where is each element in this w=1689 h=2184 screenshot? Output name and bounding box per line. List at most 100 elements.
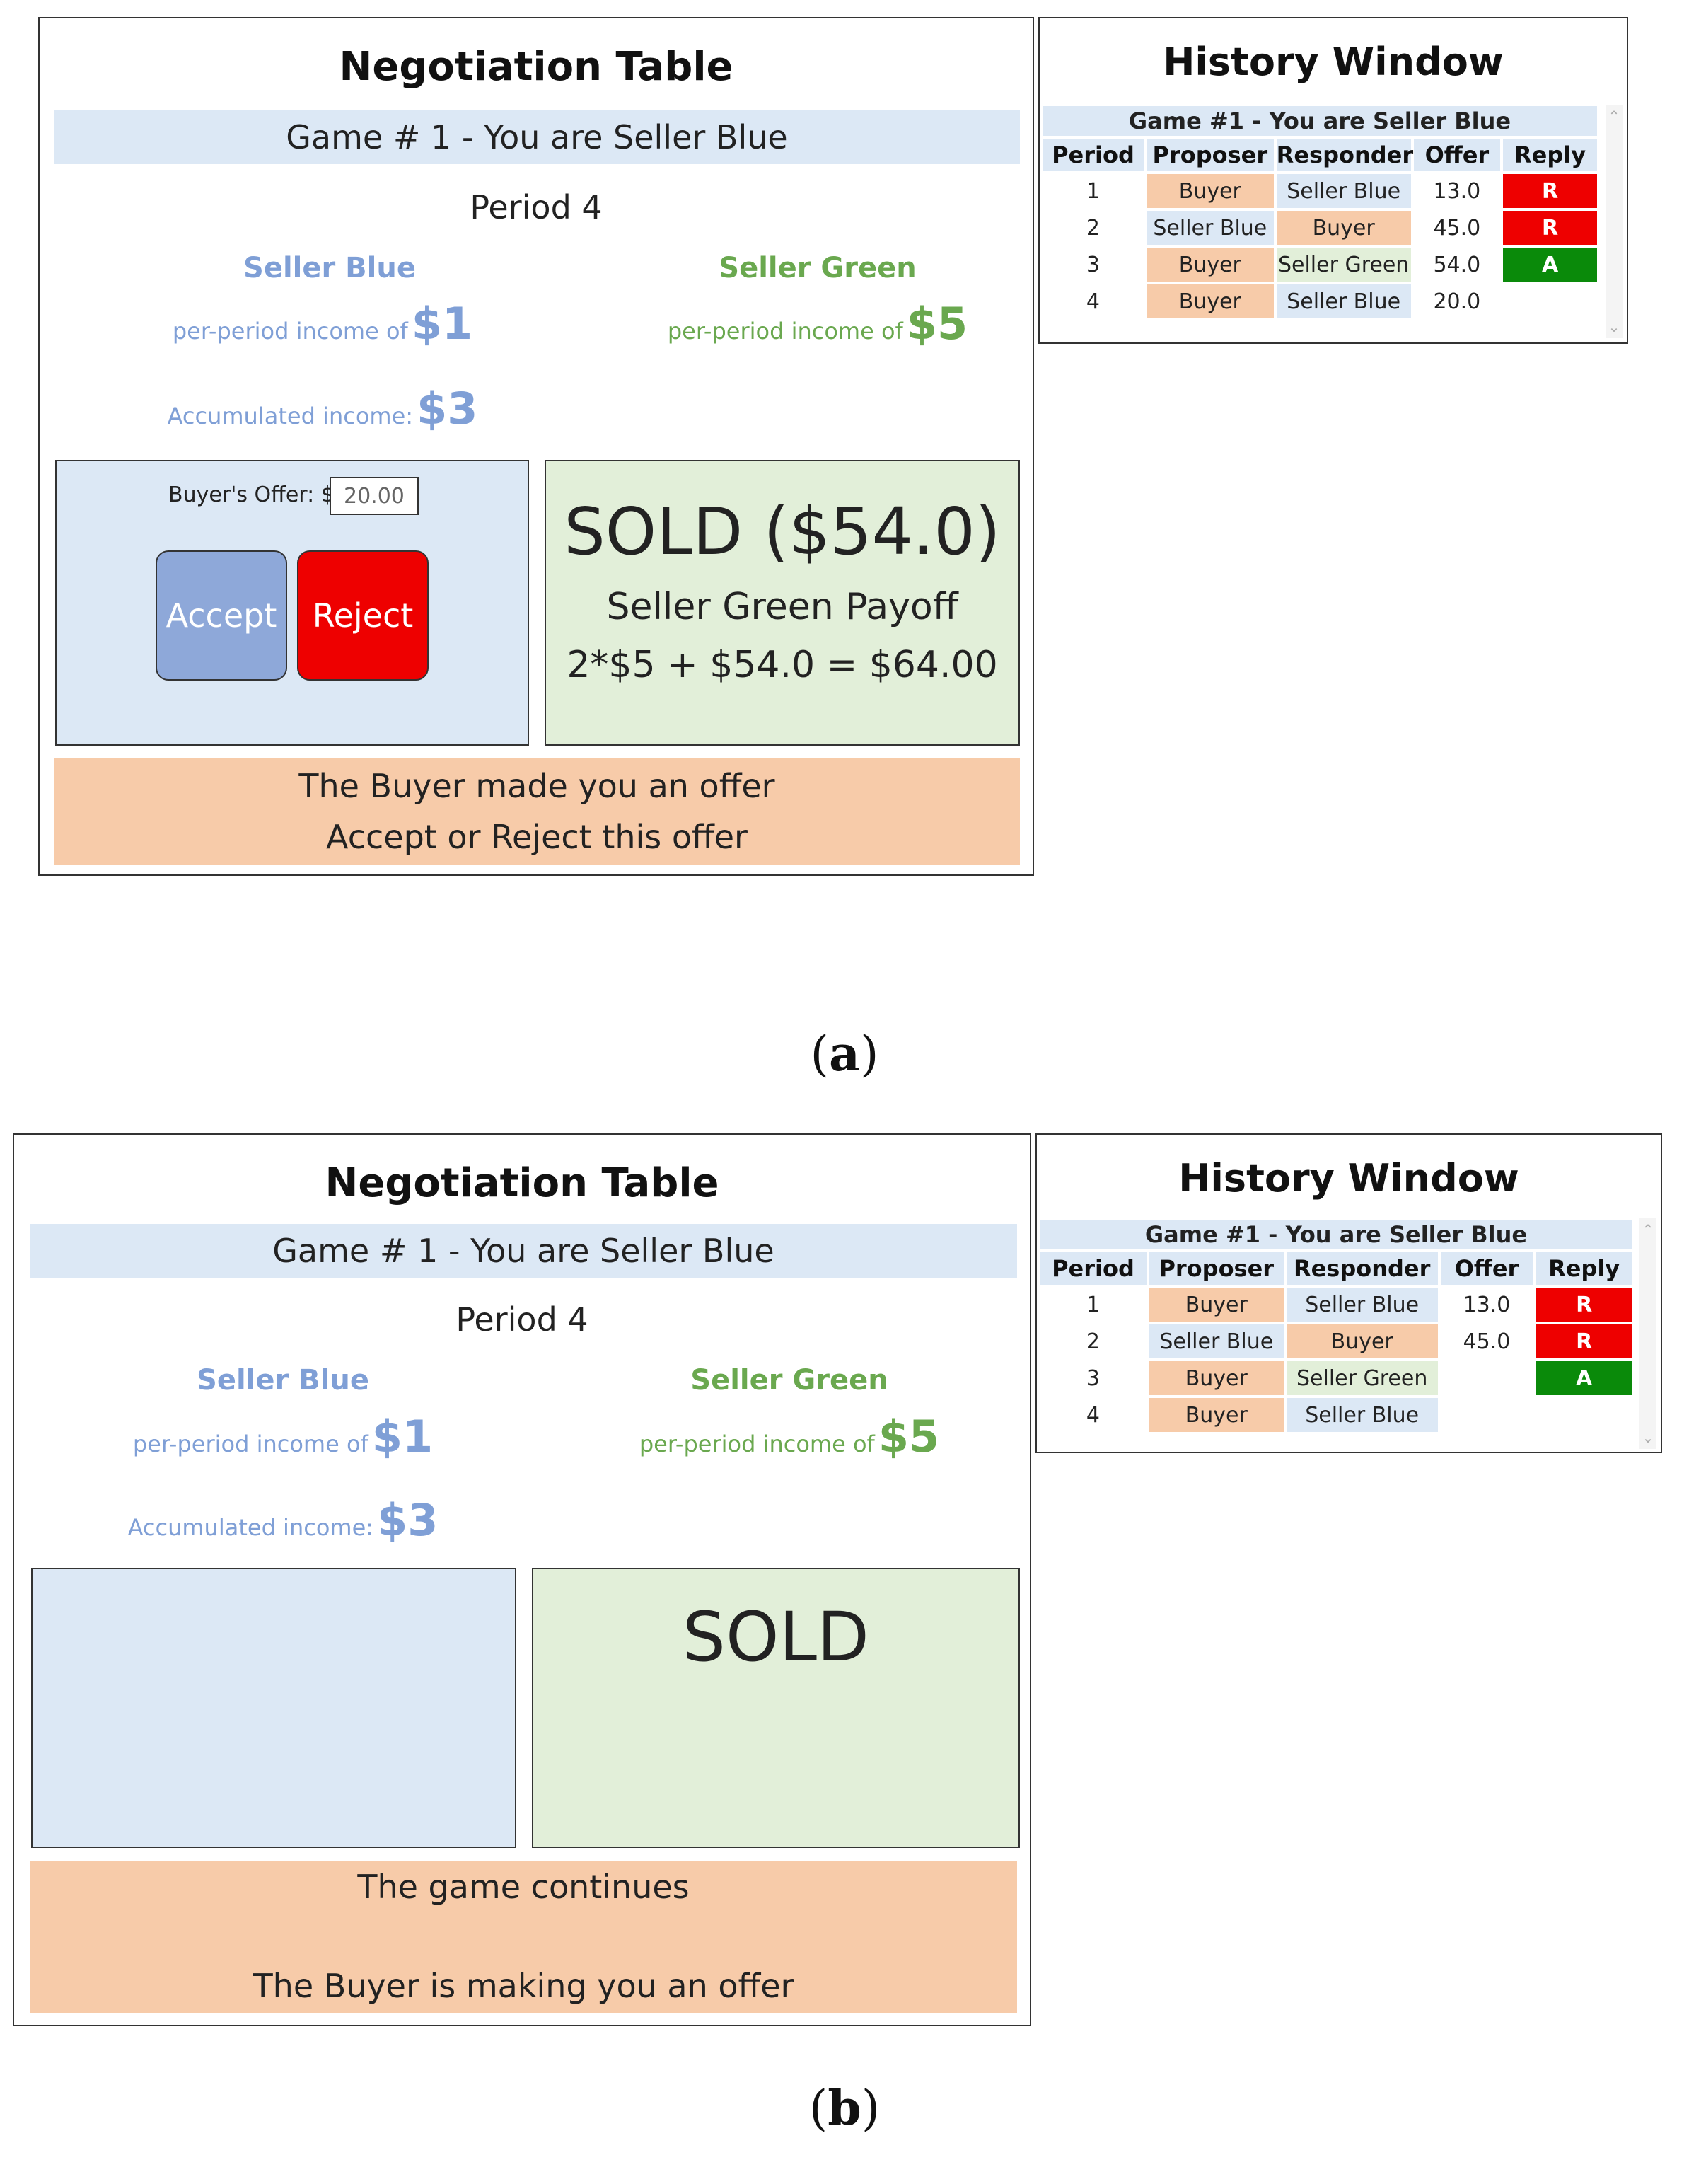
table-row: 4 Buyer Seller Blue 20.0	[1043, 284, 1597, 318]
chevron-down-icon[interactable]: ⌄	[1608, 318, 1620, 335]
offer-box-empty	[31, 1568, 516, 1848]
col-header: Proposer	[1146, 139, 1274, 171]
table-row: 3 Buyer Seller Green A	[1040, 1361, 1632, 1395]
game-bar: Game # 1 - You are Seller Blue	[30, 1224, 1017, 1278]
offer-cell	[1441, 1361, 1533, 1395]
period-label: Period 4	[455, 1300, 588, 1339]
seller-blue-income: per-period income of $1	[110, 298, 535, 349]
period-cell: 3	[1086, 1365, 1100, 1391]
proposer-cell: Buyer	[1146, 284, 1274, 318]
status-line-1: The Buyer made you an offer	[298, 767, 775, 805]
income-value: $1	[371, 1411, 434, 1462]
seller-green-income: per-period income of $5	[563, 1411, 1016, 1462]
reply-cell: R	[1503, 211, 1597, 245]
proposer-cell: Buyer	[1149, 1361, 1284, 1395]
chevron-up-icon[interactable]: ⌃	[1642, 1221, 1654, 1238]
table-row: 2 Seller Blue Buyer 45.0 R	[1043, 211, 1597, 245]
negotiation-title: Negotiation Table	[325, 1160, 719, 1206]
proposer-cell: Buyer	[1149, 1288, 1284, 1322]
accept-button[interactable]: Accept	[156, 550, 287, 681]
chevron-up-icon[interactable]: ⌃	[1608, 108, 1620, 125]
reply-cell	[1503, 284, 1597, 318]
period-cell: 1	[1086, 1292, 1100, 1317]
period-cell: 1	[1086, 178, 1101, 204]
payoff-formula: 2*$5 + $54.0 = $64.00	[567, 644, 998, 686]
income-value: $1	[411, 298, 473, 349]
offer-cell: 20.0	[1433, 289, 1481, 314]
status-line-2: The Buyer is making you an offer	[253, 1967, 794, 2005]
proposer-cell: Seller Blue	[1149, 1324, 1284, 1358]
responder-cell: Seller Green	[1276, 248, 1411, 282]
status-message: The Buyer made you an offer Accept or Re…	[54, 758, 1020, 865]
reply-cell: A	[1536, 1361, 1632, 1395]
accumulated-value: $3	[417, 383, 478, 434]
period-cell: 2	[1086, 215, 1101, 241]
status-message: The game continues The Buyer is making y…	[30, 1861, 1017, 2013]
accumulated-income: Accumulated income: $3	[57, 1494, 509, 1546]
responder-cell: Seller Blue	[1276, 284, 1411, 318]
reply-cell: R	[1536, 1324, 1632, 1358]
history-scrollbar[interactable]: ⌃ ⌄	[1606, 105, 1623, 338]
history-caption: Game #1 - You are Seller Blue	[1040, 1220, 1632, 1249]
responder-cell: Seller Green	[1286, 1361, 1438, 1395]
period-cell: 3	[1086, 252, 1101, 277]
offer-cell: 45.0	[1463, 1329, 1511, 1354]
sold-headline: SOLD	[683, 1597, 869, 1677]
col-header: Responder	[1276, 139, 1413, 171]
period-cell: 4	[1086, 1402, 1100, 1428]
seller-green-name: Seller Green	[719, 252, 917, 284]
responder-cell: Seller Blue	[1276, 174, 1411, 208]
proposer-cell: Seller Blue	[1146, 211, 1274, 245]
payoff-title: Seller Green Payoff	[606, 586, 958, 628]
seller-green-name: Seller Green	[690, 1364, 888, 1397]
chevron-down-icon[interactable]: ⌄	[1642, 1429, 1654, 1446]
table-row: 3 Buyer Seller Green 54.0 A	[1043, 248, 1597, 282]
history-title: History Window	[1163, 40, 1504, 84]
status-line-2: Accept or Reject this offer	[326, 818, 748, 856]
proposer-cell: Buyer	[1149, 1398, 1284, 1432]
seller-blue-name: Seller Blue	[243, 252, 416, 284]
responder-cell: Seller Blue	[1286, 1288, 1438, 1322]
negotiation-title: Negotiation Table	[339, 44, 733, 90]
offer-cell: 13.0	[1433, 178, 1481, 204]
col-header: Reply	[1536, 1252, 1632, 1285]
offer-input[interactable]	[330, 477, 419, 515]
accumulated-value: $3	[377, 1494, 439, 1546]
reply-cell: R	[1503, 174, 1597, 208]
seller-green-income: per-period income of $5	[598, 298, 1037, 349]
responder-cell: Buyer	[1276, 211, 1411, 245]
income-label: per-period income of	[667, 318, 903, 345]
sold-headline: SOLD ($54.0)	[564, 494, 1001, 570]
offer-label: Buyer's Offer: $	[168, 483, 335, 507]
offer-cell	[1441, 1398, 1533, 1432]
reply-cell: A	[1503, 248, 1597, 282]
income-label: per-period income of	[639, 1431, 875, 1457]
offer-cell: 13.0	[1463, 1292, 1511, 1317]
reply-cell	[1536, 1398, 1632, 1432]
offer-box: Buyer's Offer: $ Accept Reject	[55, 460, 529, 746]
game-bar: Game # 1 - You are Seller Blue	[54, 110, 1020, 164]
reject-button[interactable]: Reject	[297, 550, 429, 681]
seller-blue-income: per-period income of $1	[57, 1411, 509, 1462]
history-table: Game #1 - You are Seller Blue Period Pro…	[1040, 103, 1600, 321]
negotiation-table-panel-b: Negotiation Table Game # 1 - You are Sel…	[13, 1133, 1031, 2026]
col-header: Proposer	[1149, 1252, 1284, 1285]
table-row: 1 Buyer Seller Blue 13.0 R	[1043, 174, 1597, 208]
period-cell: 2	[1086, 1329, 1100, 1354]
col-header: Offer	[1413, 139, 1501, 171]
history-scrollbar[interactable]: ⌃ ⌄	[1639, 1218, 1656, 1449]
table-row: 1 Buyer Seller Blue 13.0 R	[1040, 1288, 1632, 1322]
col-header: Offer	[1440, 1252, 1533, 1285]
status-line-1: The game continues	[357, 1868, 690, 1906]
negotiation-table-panel-a: Negotiation Table Game # 1 - You are Sel…	[38, 17, 1034, 876]
col-header: Responder	[1286, 1252, 1438, 1285]
history-title: History Window	[1178, 1156, 1519, 1201]
income-label: per-period income of	[132, 1431, 368, 1457]
responder-cell: Buyer	[1286, 1324, 1438, 1358]
income-value: $5	[906, 298, 968, 349]
col-header: Reply	[1503, 139, 1597, 171]
history-window-panel-b: History Window Game #1 - You are Seller …	[1035, 1133, 1662, 1453]
proposer-cell: Buyer	[1146, 174, 1274, 208]
offer-cell: 54.0	[1433, 252, 1481, 277]
history-table: Game #1 - You are Seller Blue Period Pro…	[1037, 1217, 1635, 1435]
